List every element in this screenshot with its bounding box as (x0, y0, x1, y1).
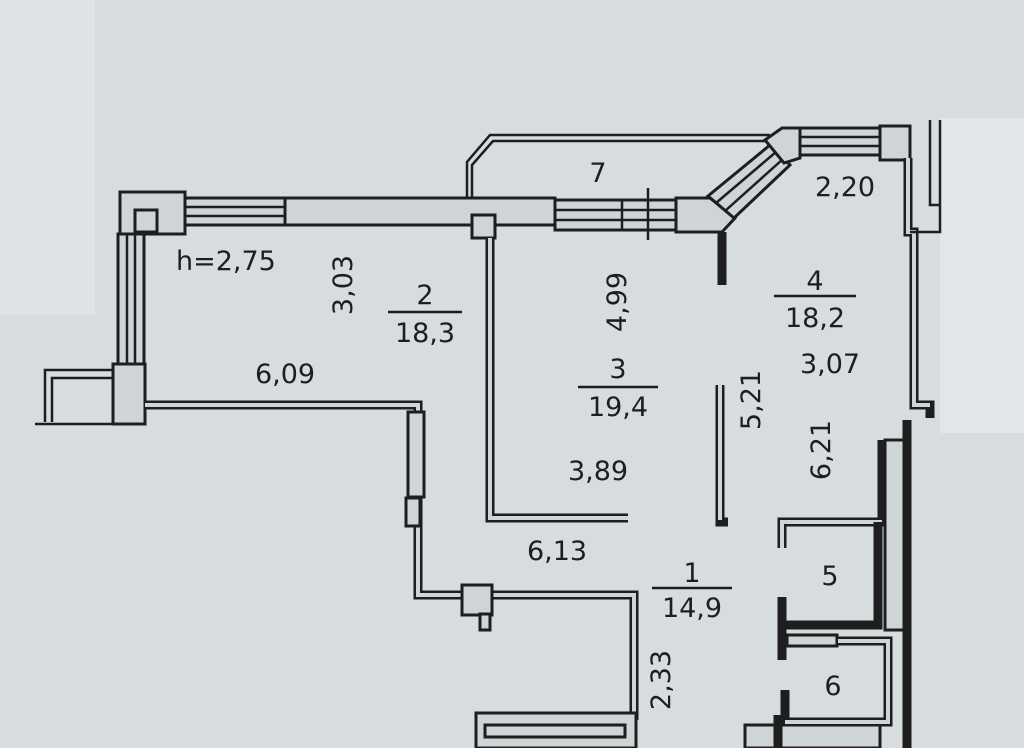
labels: 7 2,20 h=2,75 3,03 2 18,3 4,99 3 19,4 4 … (176, 158, 875, 710)
dimension-label: 2,33 (646, 650, 677, 710)
window (553, 188, 679, 240)
room-4-number: 4 (806, 266, 823, 297)
window (116, 232, 146, 366)
dimension-label: 2,20 (815, 172, 875, 203)
room-2-area: 18,3 (395, 318, 455, 349)
room-6-number: 6 (824, 671, 841, 702)
dimension-label: 3,07 (800, 349, 860, 380)
dimension-label: 6,21 (806, 420, 837, 480)
dimension-label: 4,99 (602, 272, 633, 332)
walls (35, 120, 942, 748)
dimension-label: 5,21 (736, 370, 767, 430)
dimension-label: 6,13 (527, 536, 587, 567)
dimension-label: 6,09 (255, 359, 315, 390)
room-4-area: 18,2 (785, 303, 845, 334)
ceiling-height-label: h=2,75 (176, 246, 276, 277)
paper-patch (940, 118, 1024, 433)
room-3-area: 19,4 (588, 392, 648, 423)
window (705, 142, 793, 221)
dimension-label: 3,89 (568, 456, 628, 487)
room-1-area: 14,9 (662, 593, 722, 624)
room-1-number: 1 (683, 558, 700, 589)
room-7-number: 7 (589, 158, 606, 189)
room-2-number: 2 (416, 280, 433, 311)
dimension-label: 3,03 (328, 255, 359, 315)
room-5-number: 5 (821, 561, 838, 592)
paper-patch (0, 0, 95, 315)
window (183, 196, 287, 227)
window (798, 126, 884, 157)
room-3-number: 3 (609, 354, 626, 385)
